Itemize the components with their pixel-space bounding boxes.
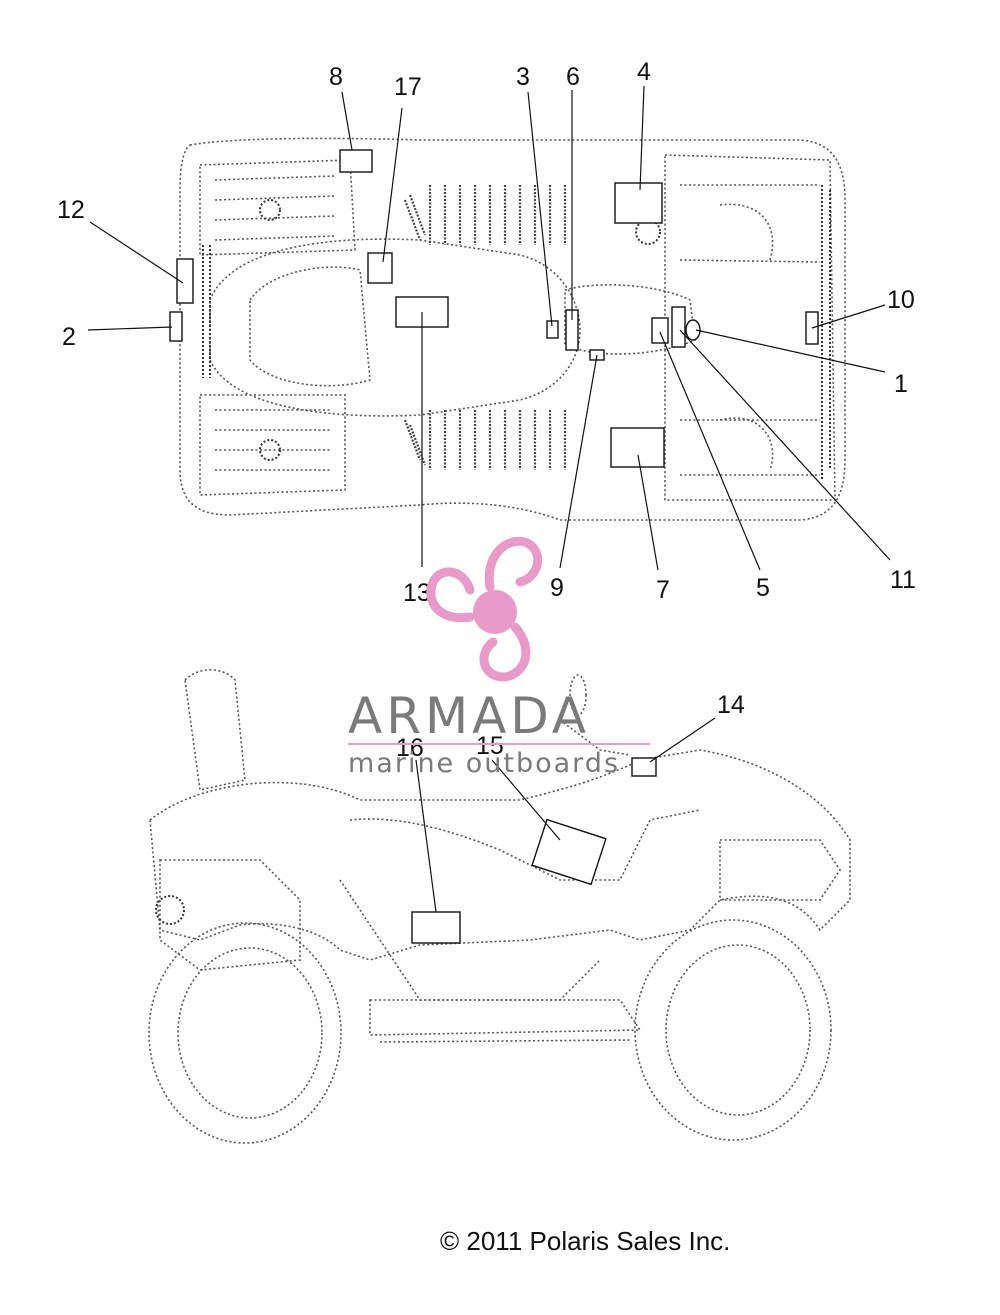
atv-top-view [87,85,891,571]
callout-5: 5 [756,574,770,602]
callout-6: 6 [566,63,580,91]
front-wheel [148,922,342,1144]
callout-16: 16 [396,734,424,762]
decal-1 [685,319,701,341]
callout-4: 4 [637,58,651,86]
decal-5 [651,317,669,344]
callout-10: 10 [887,286,915,314]
decal-15 [531,818,607,886]
callout-11: 11 [890,566,916,594]
copyright-notice: © 2011 Polaris Sales Inc. [440,1226,731,1256]
decal-3 [546,320,559,339]
decal-16 [411,911,461,944]
watermark-brand: ARMADA [348,687,590,745]
decal-8 [339,149,373,173]
callout-9: 9 [550,574,564,602]
callout-7: 7 [656,576,670,604]
rear-wheel [634,919,832,1141]
decal-12 [176,258,194,304]
callout-8: 8 [329,63,343,91]
decal-4 [614,182,663,224]
watermark-tagline: marine outboards [348,748,620,779]
callout-1: 1 [894,370,908,398]
decal-11 [671,306,686,348]
callout-14: 14 [717,691,745,719]
callout-12: 12 [57,196,85,224]
callout-17: 17 [394,73,422,101]
callout-15: 15 [476,732,504,760]
callout-13: 13 [403,579,431,607]
armada-watermark: ARMADA marine outboards [348,536,650,779]
decal-17 [367,252,393,284]
decal-14 [631,757,657,777]
propeller-logo-icon [426,536,543,682]
callout-3: 3 [516,63,530,91]
callout-2: 2 [62,323,76,351]
atv-side-view [148,669,851,1144]
decal-7 [610,427,665,468]
